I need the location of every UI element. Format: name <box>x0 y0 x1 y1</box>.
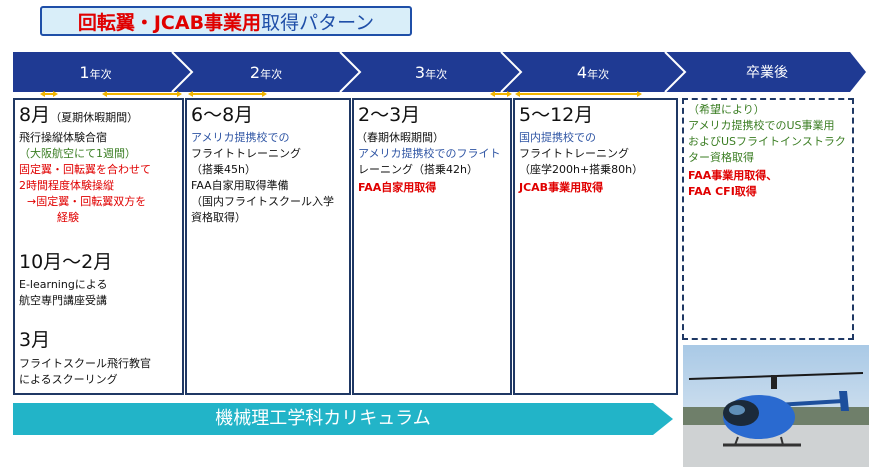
chevron-separator-3 <box>500 51 523 93</box>
y3-line-4: レーニング（搭乗42h） <box>358 163 478 176</box>
year-timeline <box>13 51 866 93</box>
ag-line-4: ター資格取得 <box>688 151 754 164</box>
y4-line-5: JCAB事業用取得 <box>519 181 604 194</box>
y1-line-3: （大阪航空にて1週間） <box>19 147 136 160</box>
y2-line-7: 資格取得） <box>191 211 246 224</box>
y1-oct-feb-heading: 10月～2月 <box>19 251 113 273</box>
y3-line-5: FAA自家用取得 <box>358 181 437 194</box>
y1-line-5: 2時間程度体験操縦 <box>19 179 114 192</box>
y1-line-9: E-learningによる <box>19 278 108 291</box>
title-highlight: 回転翼・JCAB事業用 <box>77 11 262 34</box>
y4-line-4: （座学200h+搭乗80h） <box>519 163 644 176</box>
y2-line-5: FAA自家用取得準備 <box>191 179 289 192</box>
y2-line-2: アメリカ提携校での <box>191 131 290 144</box>
period-arrow-year4 <box>515 91 642 97</box>
year-2-label: 2年次 <box>249 63 283 82</box>
y1-line-2: 飛行操縦体験合宿 <box>19 131 107 144</box>
year-4-label: 4年次 <box>576 63 610 82</box>
chevron-separator-2 <box>339 51 362 93</box>
y1-line-12: フライトスクール飛行教官 <box>19 357 151 370</box>
year-1-box: 8月（夏期休暇期間） 飛行操縦体験合宿 （大阪航空にて1週間） 固定翼・回転翼を… <box>13 98 184 395</box>
y2-line-4: （搭乗45h） <box>191 163 256 176</box>
period-arrow-oct-feb <box>102 91 182 97</box>
y4-heading: 5～12月 <box>519 104 594 126</box>
period-arrow-aug <box>40 91 58 97</box>
y1-line-10: 航空専門講座受講 <box>19 294 107 307</box>
y2-line-6: （国内フライトスクール入学 <box>191 195 334 208</box>
y1-mar-heading: 3月 <box>19 329 51 351</box>
y4-line-3: フライトトレーニング <box>519 147 629 160</box>
after-graduation-box: （希望により） アメリカ提携校でのUS事業用 およびUSフライトインストラク タ… <box>682 98 854 340</box>
chevron-separator-1 <box>171 51 194 93</box>
y3-line-2: （春期休暇期間） <box>356 131 444 144</box>
ag-line-6: FAA CFI取得 <box>688 185 757 198</box>
y4-line-2: 国内提携校での <box>519 131 596 144</box>
y3-heading: 2～3月 <box>358 104 421 126</box>
curriculum-arrow <box>13 403 673 435</box>
y3-line-3: アメリカ提携校でのフライト <box>358 147 501 160</box>
ag-line-1: （希望により） <box>688 103 765 116</box>
year-3-box: 2～3月 （春期休暇期間） アメリカ提携校でのフライト レーニング（搭乗42h）… <box>352 98 512 395</box>
y1-line-13: によるスクーリング <box>19 373 118 386</box>
y2-line-3: フライトトレーニング <box>191 147 301 160</box>
ag-line-2: アメリカ提携校でのUS事業用 <box>688 119 835 132</box>
helicopter-photo <box>683 345 869 467</box>
y1-aug-heading: 8月（夏期休暇期間） <box>19 104 139 126</box>
year-3-label: 3年次 <box>414 63 448 82</box>
after-graduation-label: 卒業後 <box>746 65 788 81</box>
ag-line-5: FAA事業用取得、 <box>688 169 778 182</box>
y1-line-6: →固定翼・回転翼双方を <box>27 195 147 208</box>
curriculum-label: 機械理工学科カリキュラム <box>215 408 431 429</box>
y1-line-7: 経験 <box>57 211 79 224</box>
period-arrows <box>40 91 642 97</box>
year-1-label: 1年次 <box>79 63 112 82</box>
y1-line-4: 固定翼・回転翼を合わせて <box>19 163 151 176</box>
period-arrow-spring <box>490 91 512 97</box>
title-rest: 取得パターン <box>261 11 375 34</box>
page-title: 回転翼・JCAB事業用取得パターン <box>40 6 412 36</box>
year-2-box: 6～8月 アメリカ提携校での フライトトレーニング （搭乗45h） FAA自家用… <box>185 98 351 395</box>
ag-line-3: およびUSフライトインストラク <box>688 135 846 148</box>
timeline-band <box>13 52 866 92</box>
period-arrow-year2 <box>188 91 267 97</box>
chevron-separator-4 <box>664 51 687 93</box>
year-4-box: 5～12月 国内提携校での フライトトレーニング （座学200h+搭乗80h） … <box>513 98 678 395</box>
y2-heading: 6～8月 <box>191 104 254 126</box>
